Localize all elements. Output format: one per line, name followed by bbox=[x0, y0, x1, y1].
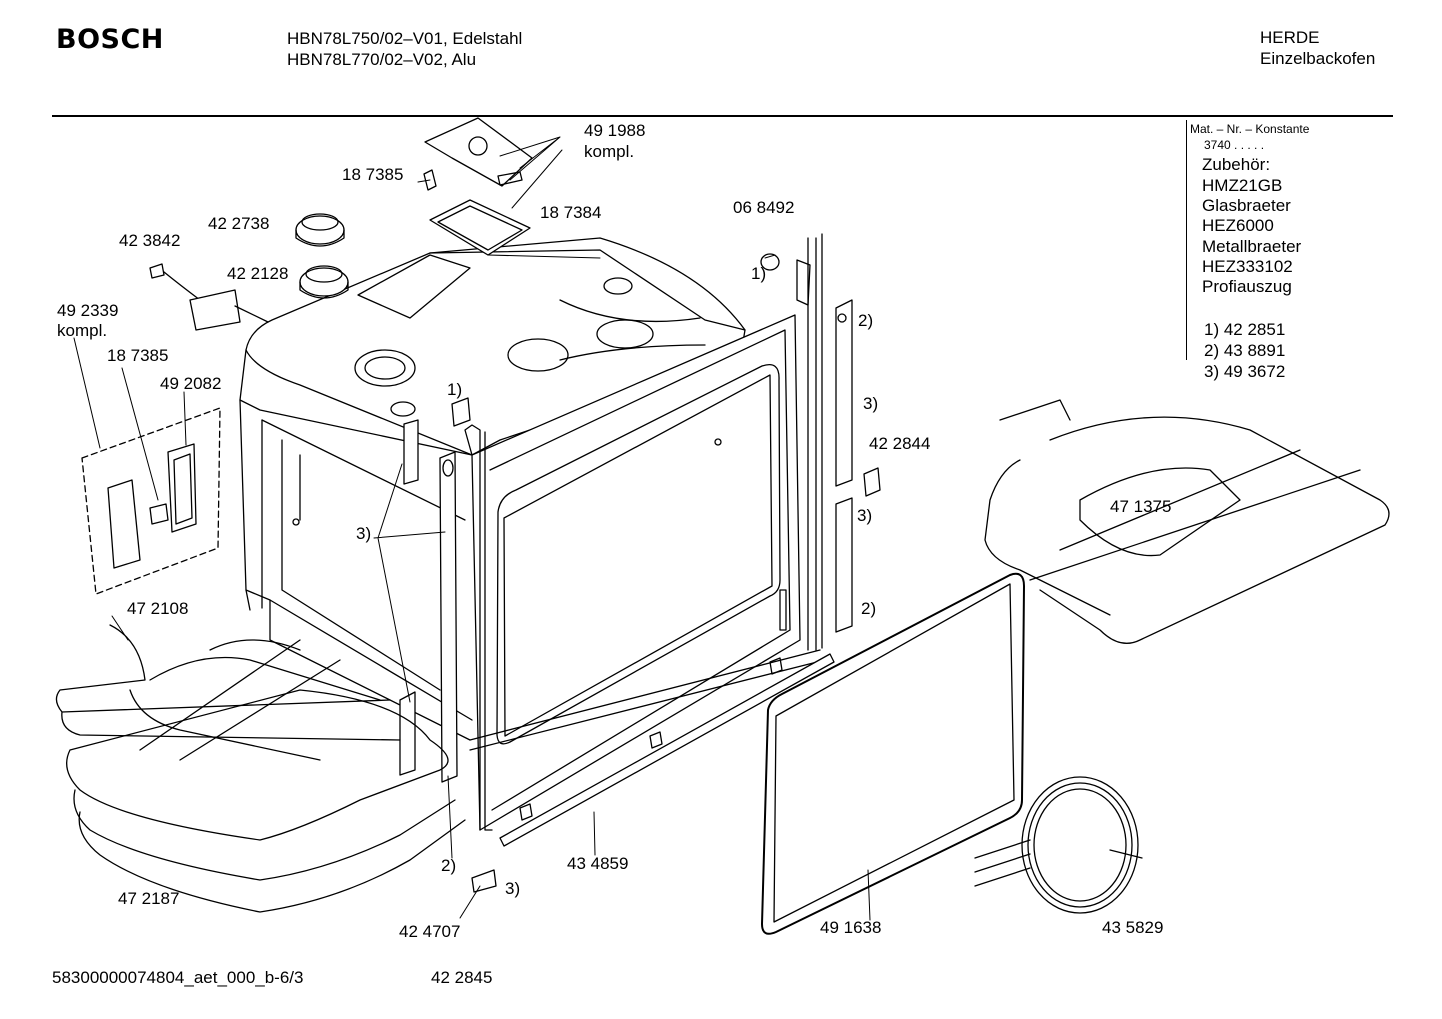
model-line-1: HBN78L750/02–V01, Edelstahl bbox=[287, 29, 523, 48]
category-title: HERDE bbox=[1260, 28, 1320, 47]
part-label: 06 8492 bbox=[733, 198, 795, 217]
part-label: 3) bbox=[505, 879, 521, 898]
mat-value: 3740 . . . . . bbox=[1204, 138, 1265, 152]
part-label: 47 2108 bbox=[127, 599, 189, 618]
accessories-title: Zubehör: bbox=[1202, 155, 1271, 174]
control-module-49-2339 bbox=[81, 407, 221, 595]
part-label: 42 3842 bbox=[119, 231, 181, 250]
part-label: 49 1638 bbox=[820, 918, 882, 937]
part-label: kompl. bbox=[57, 321, 108, 340]
part-label: 42 2844 bbox=[869, 434, 931, 453]
accessory-item: Metallbraeter bbox=[1202, 237, 1302, 256]
reference-item: 1) 42 2851 bbox=[1204, 320, 1286, 339]
trim-strips bbox=[835, 299, 881, 633]
accessory-item: HEZ6000 bbox=[1202, 216, 1274, 235]
part-label: 18 7385 bbox=[342, 165, 404, 184]
accessory-item: HMZ21GB bbox=[1202, 176, 1283, 195]
bottom-insulation-47-2187 bbox=[66, 689, 466, 913]
part-label: 43 4859 bbox=[567, 854, 629, 873]
part-label: 42 2738 bbox=[208, 214, 270, 233]
part-label: 42 4707 bbox=[399, 922, 461, 941]
accessory-item: Profiauszug bbox=[1202, 277, 1292, 296]
part-label: kompl. bbox=[584, 142, 635, 161]
clip-42-4707 bbox=[471, 869, 497, 893]
knob-42-2738 bbox=[295, 213, 345, 247]
knob-42-2128 bbox=[299, 265, 349, 299]
door-seal-49-1638 bbox=[761, 572, 1025, 935]
part-label: 2) bbox=[441, 856, 457, 875]
oven-housing bbox=[239, 237, 746, 741]
part-label: 42 2128 bbox=[227, 264, 289, 283]
ring-heater-43-5829 bbox=[974, 776, 1143, 914]
part-label: 3) bbox=[356, 524, 372, 543]
category-subtitle: Einzelbackofen bbox=[1260, 49, 1376, 68]
oven-base bbox=[469, 649, 826, 751]
guide-rail-43-4859 bbox=[499, 653, 835, 847]
part-label: 47 2187 bbox=[118, 889, 180, 908]
oven-front-frame bbox=[464, 233, 823, 831]
sensor-42-3842 bbox=[149, 263, 269, 331]
header-rule bbox=[52, 115, 1393, 117]
mat-label: Mat. – Nr. – Konstante bbox=[1190, 122, 1310, 136]
part-label: 49 1988 bbox=[584, 121, 646, 140]
part-label: 1) bbox=[447, 380, 463, 399]
info-panel: Mat. – Nr. – Konstante 3740 . . . . . Zu… bbox=[1186, 120, 1357, 381]
part-label: 2) bbox=[861, 599, 877, 618]
part-label: 49 2082 bbox=[160, 374, 222, 393]
accessory-item: HEZ333102 bbox=[1202, 257, 1293, 276]
brand-logo: BOSCH bbox=[56, 24, 164, 55]
reference-item: 3) 49 3672 bbox=[1204, 362, 1286, 381]
grill-heater-47-1375 bbox=[984, 399, 1390, 644]
part-label: 47 1375 bbox=[1110, 497, 1172, 516]
model-line-2: HBN78L770/02–V02, Alu bbox=[287, 50, 477, 69]
part-label: 2) bbox=[858, 311, 874, 330]
leader-lines bbox=[73, 136, 871, 921]
side-strips-left bbox=[399, 419, 458, 783]
reference-item: 2) 43 8891 bbox=[1204, 341, 1286, 360]
part-label: 43 5829 bbox=[1102, 918, 1164, 937]
accessory-item: Glasbraeter bbox=[1202, 196, 1291, 215]
part-label: 3) bbox=[863, 394, 879, 413]
clip-1-left bbox=[451, 397, 471, 427]
part-label: 18 7384 bbox=[540, 203, 602, 222]
top-component-49-1988 bbox=[424, 117, 533, 187]
plug-18-7385 bbox=[423, 169, 437, 191]
part-label: 18 7385 bbox=[107, 346, 169, 365]
filter-18-7384 bbox=[429, 199, 531, 256]
part-label: 49 2339 bbox=[57, 301, 119, 320]
part-label: 1) bbox=[751, 264, 767, 283]
footer-doc-id: 58300000074804_aet_000_b-6/3 bbox=[52, 968, 304, 987]
footer-number: 42 2845 bbox=[431, 968, 493, 987]
part-label: 3) bbox=[857, 506, 873, 525]
